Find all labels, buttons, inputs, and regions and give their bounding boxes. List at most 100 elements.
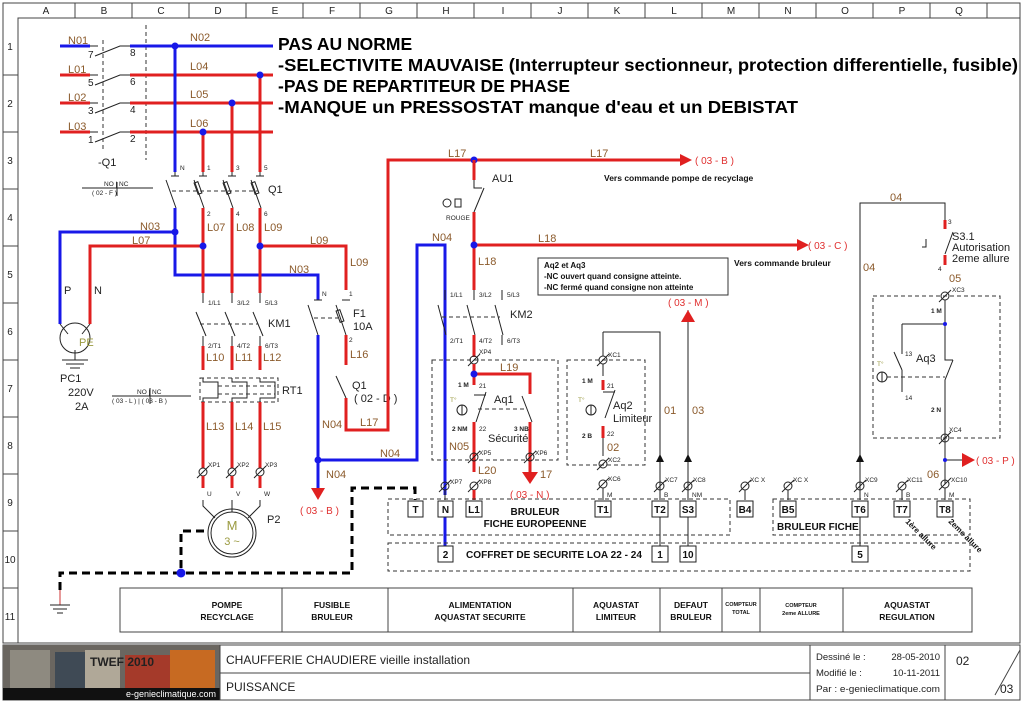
wire-label-n04: N04 (326, 469, 346, 481)
terminal-label: 2 NM (452, 426, 468, 433)
page-total: 03 (1000, 682, 1014, 696)
wire-label-n04: N04 (322, 419, 342, 431)
modified-label: Modifié le : (816, 668, 862, 679)
terminal-number: 1 (88, 135, 94, 146)
s31-description: Autorisation (952, 242, 1010, 254)
terminal-mark: NM (692, 492, 702, 499)
temperature-symbol: T° (877, 360, 884, 368)
legend-cell: AQUASTAT SECURITE (434, 612, 526, 622)
col-label: G (385, 6, 393, 17)
wire-label-l19: L19 (500, 362, 518, 374)
caption-bruleur: Vers commande bruleur (734, 258, 832, 268)
logo-text: TWEF 2010 (90, 655, 154, 669)
legend-cell: COMPTEUR (785, 603, 817, 609)
component-label-pc1: PC1 (60, 373, 81, 385)
page-number: 02 (956, 654, 970, 668)
logo-site: e-genieclimatique.com (126, 689, 216, 699)
emergency-stop-au1: L17 L17 ( 03 - B ) Vers commande pompe d… (442, 148, 847, 290)
column-labels: A B C D E F G H I J K L M N O P Q (43, 6, 963, 17)
terminal-label: XC1 (608, 352, 621, 359)
note-line: -PAS DE REPARTITEUR DE PHASE (278, 76, 570, 96)
component-label-q1-main: -Q1 (98, 157, 116, 169)
wire-label-04: 04 (863, 262, 875, 274)
wire-label-04: 04 (890, 192, 902, 204)
terminal-n: N (442, 505, 449, 516)
aq2-description: Limiteur (613, 413, 652, 425)
row-label: 11 (5, 612, 16, 623)
terminal-connectors: XC7 XC8 XC X XC X XC9 XC11 M B NM N B M (444, 477, 954, 500)
terminal-t7: T7 (896, 505, 908, 516)
legend-cell: LIMITEUR (596, 612, 636, 622)
wire-label-n05: N05 (449, 441, 469, 453)
terminal-label: XP7 (450, 479, 463, 486)
terminal-label: XC X (793, 477, 809, 484)
terminal-label: XC8 (693, 477, 706, 484)
breaker-q1: N 1 3 5 2 4 6 Q1 NO | NC ( 02 - F ) (82, 165, 283, 218)
cross-ref-03-p: ( 03 - P ) (976, 456, 1015, 467)
wire-label-l04: L04 (190, 61, 208, 73)
aquastat-aq1: XP4 L19 T° Aq1 Sécurité 1 M 21 2 NM 22 3… (431, 349, 559, 501)
function-legend: POMPE RECYCLAGE FUSIBLE BRULEUR ALIMENTA… (119, 587, 973, 633)
col-label: F (329, 6, 335, 17)
terminal-b5: B5 (782, 505, 795, 516)
wire-label-l15: L15 (263, 421, 281, 433)
terminal-label: 3 NB (514, 426, 529, 433)
terminal-mark: B (906, 492, 910, 499)
wire-label-n04: N04 (380, 448, 400, 460)
contact-ref: ( 02 - F ) (92, 190, 117, 197)
legend-cell: FUSIBLE (314, 600, 351, 610)
terminal-label: XP1 (208, 462, 221, 469)
wire-label-l17: L17 (590, 148, 608, 160)
terminal-label: XP3 (265, 462, 278, 469)
component-label-aq3: Aq3 (916, 353, 936, 365)
coffret-label: COFFRET DE SECURITE LOA 22 - 24 (466, 550, 642, 561)
terminal-number: 2/T1 (208, 343, 221, 350)
coffret-terminal: 2 (443, 550, 449, 561)
terminal-label: XC4 (949, 427, 962, 434)
note-line: -SELECTIVITE MAUVAISE (Interrupteur sect… (278, 55, 1018, 75)
terminal-number: 1 (349, 291, 353, 298)
legend-cell: BRULEUR (311, 612, 353, 622)
aquastat-aq3: 04 04 3 4 S3.1 Autorisation 2eme allure … (856, 192, 1015, 491)
note-line: -NC ouvert quand consigne atteinte. (544, 272, 681, 281)
terminal-number: 2/T1 (450, 338, 463, 345)
terminal-label: 1 M (931, 308, 942, 315)
terminal-label: XC10 (951, 477, 968, 484)
terminal-number: 5/L3 (507, 292, 520, 299)
terminal-s3: S3 (682, 505, 695, 516)
modified-date: 10-11-2011 (893, 668, 940, 679)
strip-label: BRULEUR FICHE (777, 522, 859, 533)
terminal-number: 3/L2 (479, 292, 492, 299)
drawing-subtitle: PUISSANCE (226, 680, 295, 694)
component-label-km2: KM2 (510, 309, 533, 321)
contact-ref: ( 03 - L ) | ( 03 - B ) (112, 398, 167, 405)
component-label-q1: Q1 (268, 184, 283, 196)
pc1-earth-label: PE (79, 337, 94, 349)
row-label: 5 (7, 270, 13, 281)
contact-no-nc: NO | NC (104, 181, 129, 188)
drawing-title: CHAUFFERIE CHAUDIERE vieille installatio… (226, 653, 470, 667)
wire-label-l05: L05 (190, 89, 208, 101)
terminal-b4: B4 (739, 505, 752, 516)
legend-cell: 2eme ALLURE (782, 611, 820, 617)
terminal-number: 4/T2 (237, 343, 250, 350)
wire-label-06: 06 (927, 469, 939, 481)
wire-label-l13: L13 (206, 421, 224, 433)
caption-pompe: Vers commande pompe de recyclage (604, 173, 754, 183)
terminal-label: XC11 (907, 477, 923, 484)
terminal-number: 5/L3 (265, 300, 278, 307)
wire-label-l12: L12 (263, 352, 281, 364)
coffret-terminal: 10 (682, 550, 694, 561)
fuse-f1: N 1 2 F1 10A L16 Q1 ( 02 - D ) L17 (307, 154, 692, 432)
wire-label-l06: L06 (190, 118, 208, 130)
aq1-description: Sécurité (488, 433, 528, 445)
power-wiring: L07 L08 L09 N03 L07 L09 L09 N03 (58, 208, 368, 324)
terminal-number: 1/L1 (208, 300, 221, 307)
terminal-t1: T1 (597, 505, 609, 516)
terminal-number: 22 (479, 426, 487, 433)
fuse-rating: 10A (353, 321, 373, 333)
col-label: P (899, 6, 906, 17)
legend-cell: ALIMENTATION (449, 600, 512, 610)
terminal-t2: T2 (654, 505, 666, 516)
busbars: N02 L04 L05 L06 (130, 32, 273, 172)
